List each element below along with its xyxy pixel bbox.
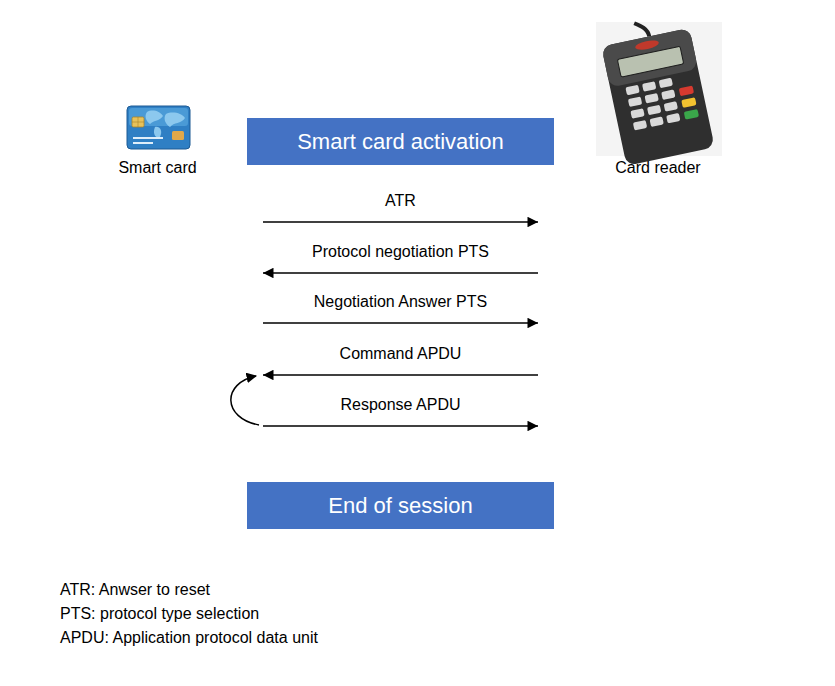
message-label: Negotiation Answer PTS [311,292,490,312]
band-title: End of session [328,493,472,519]
abbreviation-note: ATR: Anwser to reset [60,580,210,600]
cancel-key [679,85,694,96]
connector-group [263,222,538,426]
reader-key [666,113,680,124]
map-shape [146,111,163,124]
loop-arrow [231,376,259,425]
band-title: Smart card activation [297,129,504,155]
reader-screen [617,46,683,77]
reader-body [601,28,714,166]
node-caption: Card reader [538,158,778,178]
enter-key [684,109,699,120]
reader-key [630,108,644,119]
message-label: Protocol negotiation PTS [309,242,492,262]
card-chip [132,117,144,127]
chip-line [132,122,144,123]
reader-key [633,120,647,131]
reader-key [625,85,639,96]
map-shape [154,127,161,138]
reader-key [642,81,656,92]
card-stripe [133,137,163,139]
card-reader-icon [598,12,715,166]
reader-key [647,105,661,116]
reader-key [628,97,642,108]
reader-cable [634,21,649,39]
process-band: End of session [247,482,554,529]
card-stripe [133,142,153,144]
card-body [127,106,190,149]
abbreviation-note: PTS: protocol type selection [60,604,259,624]
reader-key [664,101,678,112]
card-shine [129,108,188,126]
reader-key [661,89,675,100]
message-arrow [263,322,538,324]
reader-top [601,28,698,88]
lifeline-node: Card reader [538,20,778,440]
message-arrow [263,374,538,376]
reader-key [644,93,658,104]
message-label: ATR [382,191,419,211]
message-arrow [263,221,538,223]
message-arrow [263,425,538,427]
abbreviation-note: APDU: Application protocol data unit [60,628,318,648]
reader-key [649,116,663,127]
map-shape [165,113,185,127]
lifeline-node: Smart card [52,20,263,440]
message-label: Command APDU [337,344,465,364]
process-band: Smart card activation [247,118,554,165]
reader-logo [634,39,659,52]
card-emblem [172,131,184,140]
message-label: Response APDU [337,395,463,415]
smart-card-icon [127,106,190,149]
reader-key [659,78,673,89]
correct-key [681,97,696,108]
message-arrow [263,272,538,274]
node-caption: Smart card [52,158,263,178]
